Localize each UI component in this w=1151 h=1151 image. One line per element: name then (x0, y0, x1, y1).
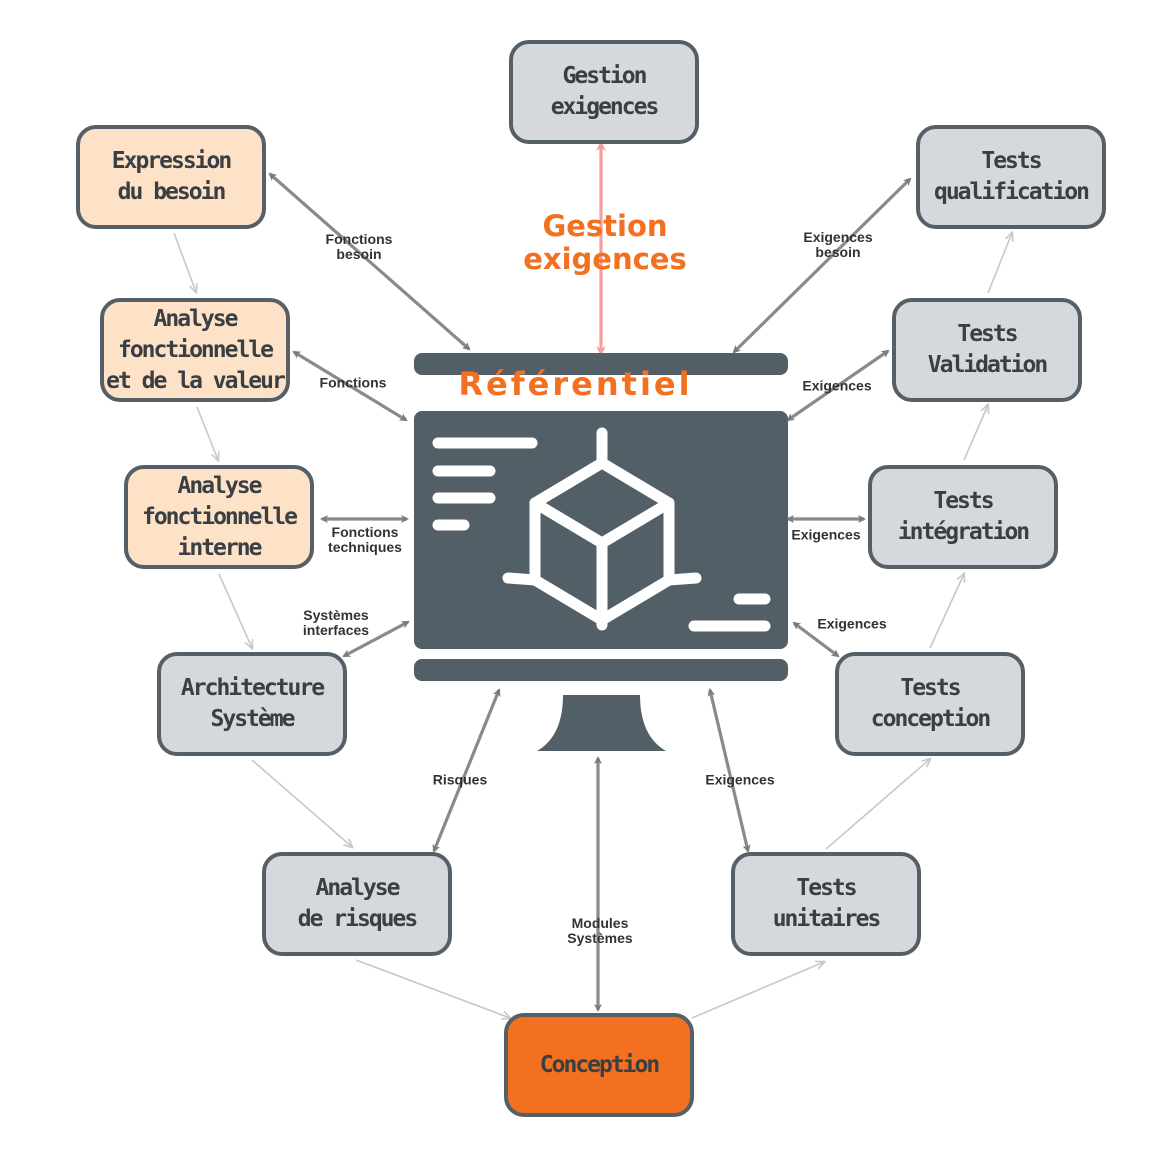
monitor-stand (537, 695, 666, 751)
node-expression-besoin[interactable]: Expression du besoin (76, 125, 266, 229)
arrow-systemes-interfaces (342, 620, 410, 658)
edge-label-exigences-conception: Exigences (817, 615, 887, 632)
monitor-bottom-bar (414, 659, 788, 681)
node-tests-validation[interactable]: Tests Validation (892, 298, 1082, 402)
flow-arrow (825, 759, 930, 850)
monitor-screen (414, 411, 788, 649)
flow-arrow (355, 959, 510, 1018)
flow-arrow (929, 574, 964, 649)
node-tests-qualification[interactable]: Tests qualification (916, 125, 1106, 229)
edge-label-fonctions: Fonctions (319, 374, 387, 391)
edge-label-risques: Risques (432, 771, 488, 788)
flow-arrow (218, 573, 252, 648)
arrow-risques (432, 688, 501, 853)
edge-label-fonctions-techniques: Fonctions techniques (328, 524, 402, 555)
edge-label-exigences-integration: Exigences (791, 526, 861, 543)
edge-label-fonctions-besoin: Fonctions besoin (325, 231, 393, 262)
arrow-fonctions (292, 350, 408, 422)
node-tests-conception[interactable]: Tests conception (835, 652, 1025, 756)
edge-label-exigences-validation: Exigences (802, 377, 872, 394)
exchange-arrows (268, 172, 912, 1012)
referentiel-title: Référentiel (458, 365, 693, 403)
flow-arrow (963, 405, 988, 461)
node-analyse-risques[interactable]: Analyse de risques (262, 852, 452, 956)
process-flow-arrows (173, 232, 1012, 1019)
monitor-top-bar (414, 353, 788, 375)
node-tests-unitaires[interactable]: Tests unitaires (731, 852, 921, 956)
flow-arrow (173, 232, 196, 292)
cube-3d-icon (502, 427, 702, 631)
gestion-exigences-caption: Gestion exigences (523, 209, 687, 276)
flow-arrow (251, 759, 352, 847)
flow-arrow (987, 233, 1012, 294)
edge-label-exigences-unitaires: Exigences (705, 771, 775, 788)
node-gestion-exigences[interactable]: Gestion exigences (509, 40, 699, 144)
node-analyse-fonctionnelle-interne[interactable]: Analyse fonctionnelle interne (124, 465, 314, 569)
arrow-exigences-validation (786, 349, 890, 422)
node-tests-integration[interactable]: Tests intégration (868, 465, 1058, 569)
referentiel-monitor-icon (414, 353, 788, 751)
arrow-exigences-conception (792, 621, 840, 658)
arrow-exigences-besoin (732, 177, 912, 354)
node-conception[interactable]: Conception (504, 1013, 694, 1117)
arrow-exigences-unitaires (707, 688, 751, 853)
edge-label-exigences-besoin: Exigences besoin (803, 229, 873, 260)
node-architecture-systeme[interactable]: Architecture Système (157, 652, 347, 756)
edge-label-systemes-interfaces: Systèmes interfaces (302, 607, 370, 638)
screen-text-lines-icon (432, 437, 771, 632)
node-analyse-fonctionnelle-valeur[interactable]: Analyse fonctionnelle et de la valeur (100, 298, 290, 402)
edge-label-modules-systemes: Modules Systèmes (567, 915, 633, 946)
arrow-fonctions-besoin (268, 172, 471, 351)
flow-arrow (691, 962, 824, 1019)
flow-arrow (196, 406, 218, 460)
